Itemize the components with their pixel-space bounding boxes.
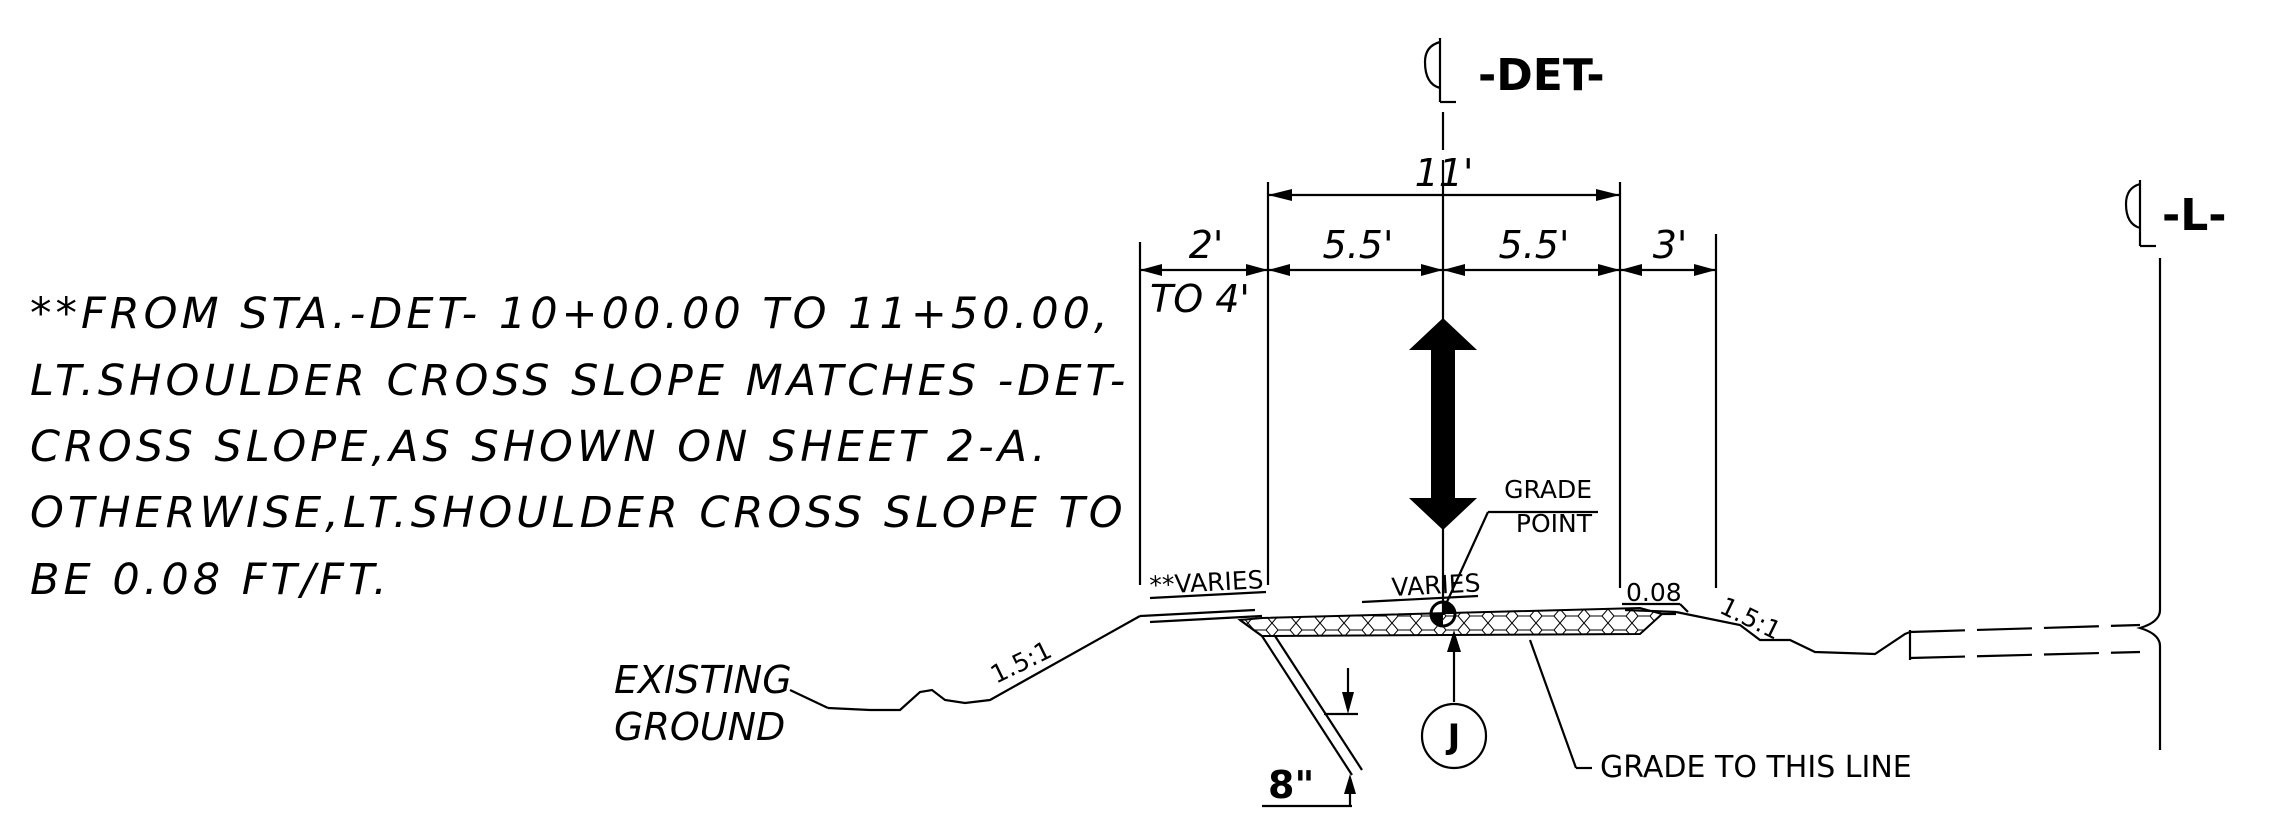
note-line-5: BE 0.08 FT/FT. <box>30 555 391 605</box>
existing-ground-label: EXISTING GROUND <box>614 658 829 749</box>
grade-line-label: GRADE TO THIS LINE <box>1600 750 1912 785</box>
dimension-left-lane: 5.5' <box>1323 223 1394 267</box>
detail-marker-arrow-icon <box>1447 630 1461 652</box>
grade-point: GRADE POINT <box>1429 475 1598 628</box>
dimension-left-shoulder-range: TO 4' <box>1150 277 1250 321</box>
detail-marker-label: J <box>1446 717 1461 757</box>
dimension-total: 11' <box>1268 151 1620 201</box>
grade-point-label-1: GRADE <box>1504 475 1592 504</box>
centerline-l-label: -L- <box>2162 190 2227 241</box>
note-line-2: LT.SHOULDER CROSS SLOPE MATCHES -DET- <box>30 356 1129 406</box>
shoulder-slope-label: 0.08 <box>1626 578 1682 607</box>
centerline-symbol-icon <box>1423 38 1456 104</box>
dimension-left-shoulder: 2' <box>1189 223 1224 267</box>
grade-line-callout: GRADE TO THIS LINE <box>1528 639 1912 785</box>
centerline-det-label: -DET- <box>1478 50 1605 101</box>
section-profile <box>827 606 2141 776</box>
existing-ground-label-2: GROUND <box>614 705 785 749</box>
construction-note: **FROM STA.-DET- 10+00.00 TO 11+50.00, L… <box>30 289 1129 605</box>
varies-center-leader <box>1361 594 1479 604</box>
centerline-det: -DET- <box>1423 38 1605 615</box>
centerline-l: -L- <box>2124 180 2227 750</box>
varies-left-leader <box>1149 590 1267 600</box>
right-slope-label: 1.5:1 <box>1715 591 1785 645</box>
depth-dimension: 8" <box>1262 668 1358 808</box>
detail-marker: J <box>1420 630 1488 770</box>
note-line-1: **FROM STA.-DET- 10+00.00 TO 11+50.00, <box>30 289 1112 339</box>
existing-ground-label-1: EXISTING <box>614 658 792 702</box>
note-line-3: CROSS SLOPE,AS SHOWN ON SHEET 2-A. <box>30 422 1050 472</box>
dimension-right-shoulder: 3' <box>1653 223 1688 267</box>
note-line-4: OTHERWISE,LT.SHOULDER CROSS SLOPE TO <box>30 488 1127 538</box>
left-slope-label: 1.5:1 <box>986 635 1056 689</box>
depth-dimension-label: 8" <box>1268 763 1314 807</box>
grade-point-label-2: POINT <box>1516 509 1593 538</box>
extension-lines <box>1138 182 1718 588</box>
dimension-row: 2' TO 4' 5.5' 5.5' 3' <box>1140 223 1716 321</box>
dimension-total-width: 11' <box>1415 151 1474 195</box>
traffic-direction-arrow-icon <box>1409 318 1477 530</box>
centerline-l-line <box>2136 258 2162 750</box>
dimension-right-lane: 5.5' <box>1499 223 1570 267</box>
centerline-symbol-icon <box>2124 180 2156 248</box>
